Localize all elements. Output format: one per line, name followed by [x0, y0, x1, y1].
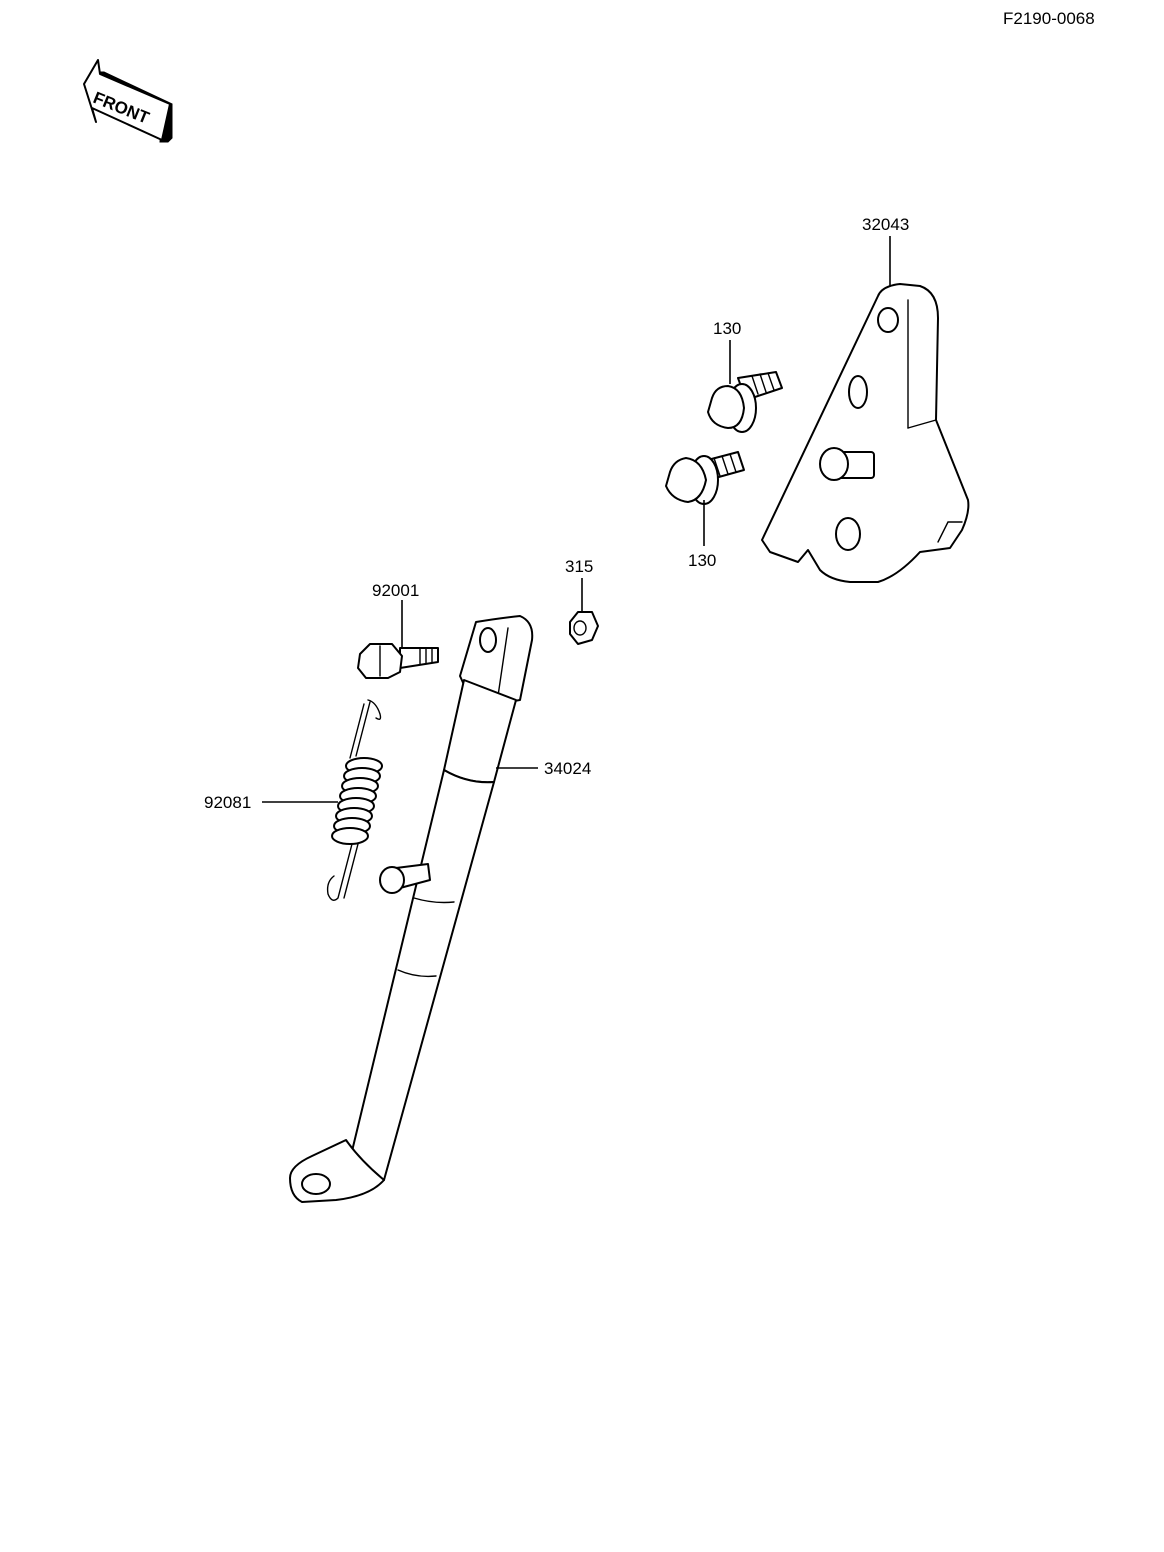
part-label-130-upper: 130: [713, 319, 741, 338]
part-label-130-lower: 130: [688, 551, 716, 570]
nut-315: [569, 611, 599, 645]
bolt-92001: [357, 643, 439, 679]
part-label-315: 315: [565, 557, 593, 576]
bolt-130-lower: [665, 451, 745, 505]
part-label-34024: 34024: [544, 759, 591, 778]
part-label-92001: 92001: [372, 581, 419, 600]
diagram-code: F2190-0068: [1003, 9, 1095, 28]
front-arrow-icon: FRONT: [83, 59, 173, 143]
spring-92081: [326, 699, 383, 901]
part-label-32043: 32043: [862, 215, 909, 234]
bracket-32043: [761, 283, 970, 583]
side-stand-34024: [289, 615, 534, 1203]
bolt-130-upper: [707, 371, 783, 433]
part-label-92081: 92081: [204, 793, 251, 812]
